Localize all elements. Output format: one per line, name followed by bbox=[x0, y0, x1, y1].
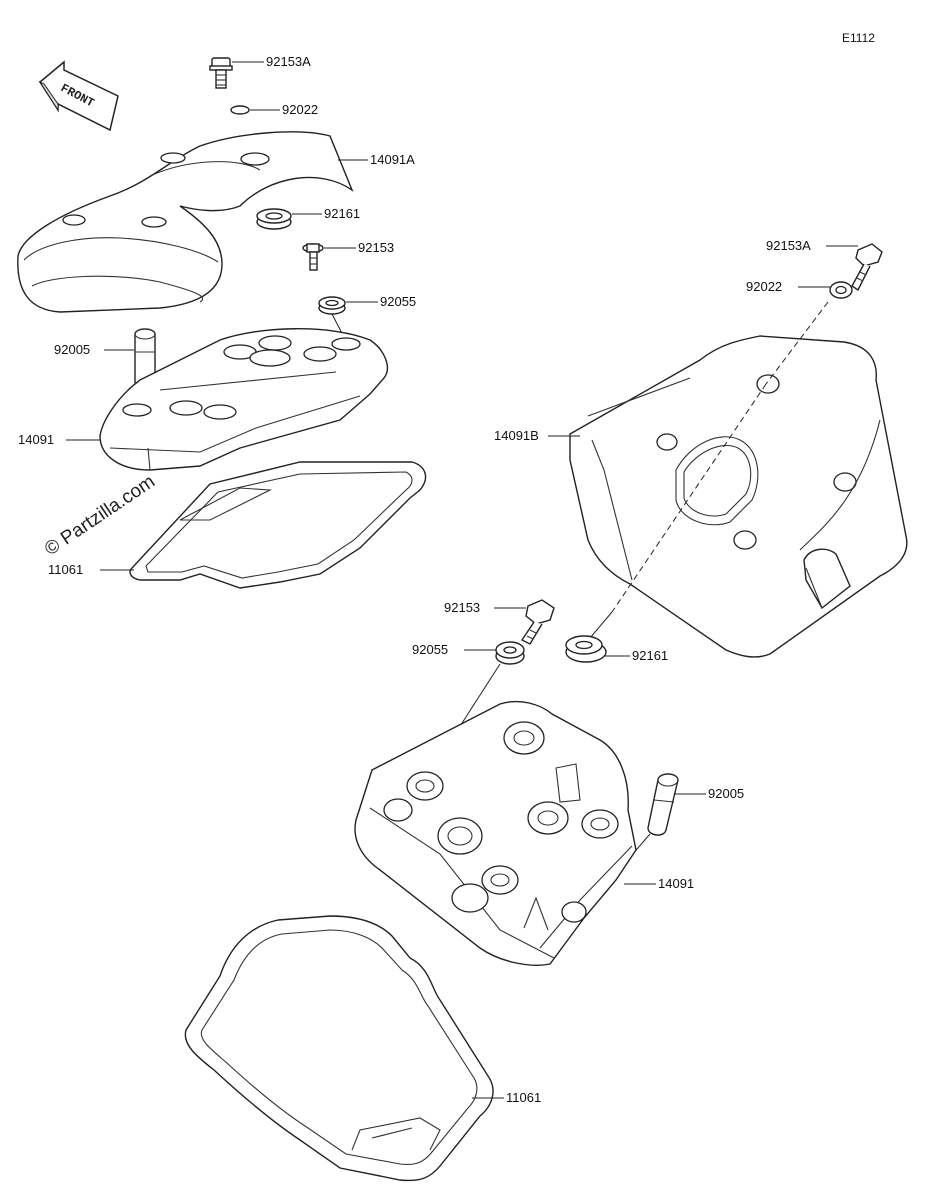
bolt-92153-right[interactable] bbox=[520, 599, 555, 645]
label-92153a-right: 92153A bbox=[766, 238, 811, 253]
bolt-92153a-right[interactable] bbox=[851, 243, 883, 292]
label-11061-right: 11061 bbox=[506, 1090, 541, 1105]
label-92153-left: 92153 bbox=[358, 240, 394, 255]
dowel-92005-right[interactable] bbox=[647, 773, 679, 836]
gasket-11061-right[interactable] bbox=[184, 915, 494, 1182]
front-arrow-icon: FRONT bbox=[38, 60, 119, 132]
diagram-code: E1112 bbox=[842, 31, 875, 45]
label-92161-left: 92161 bbox=[324, 206, 360, 221]
watermark: © Partzilla.com bbox=[41, 471, 159, 560]
grommet-92161-right[interactable] bbox=[565, 635, 607, 663]
label-14091-right: 14091 bbox=[658, 876, 694, 891]
washer-92022-right[interactable] bbox=[829, 281, 853, 299]
washer-92022-left[interactable] bbox=[230, 105, 250, 115]
label-14091b: 14091B bbox=[494, 428, 539, 443]
washer-92055-left[interactable] bbox=[318, 296, 346, 315]
gasket-11061-left[interactable] bbox=[129, 461, 427, 589]
cover-14091a[interactable] bbox=[17, 131, 354, 313]
label-92005-right: 92005 bbox=[708, 786, 744, 801]
label-92153a-left: 92153A bbox=[266, 54, 311, 69]
label-92005-left: 92005 bbox=[54, 342, 90, 357]
label-14091-left: 14091 bbox=[18, 432, 54, 447]
label-92153-right: 92153 bbox=[444, 600, 480, 615]
washer-92055-right[interactable] bbox=[495, 641, 525, 665]
grommet-92161-left[interactable] bbox=[256, 208, 292, 230]
head-cover-14091-right[interactable] bbox=[354, 700, 637, 966]
label-92161-right: 92161 bbox=[632, 648, 668, 663]
label-92055-right: 92055 bbox=[412, 642, 448, 657]
bolt-92153-left[interactable] bbox=[302, 243, 324, 271]
label-92055-left: 92055 bbox=[380, 294, 416, 309]
label-92022-right: 92022 bbox=[746, 279, 782, 294]
cover-14091b[interactable] bbox=[569, 335, 908, 658]
bolt-92153a-left[interactable] bbox=[209, 57, 233, 89]
label-14091a: 14091A bbox=[370, 152, 415, 167]
label-11061-left: 11061 bbox=[48, 562, 83, 577]
head-cover-14091-left[interactable] bbox=[99, 328, 388, 471]
label-92022-left: 92022 bbox=[282, 102, 318, 117]
